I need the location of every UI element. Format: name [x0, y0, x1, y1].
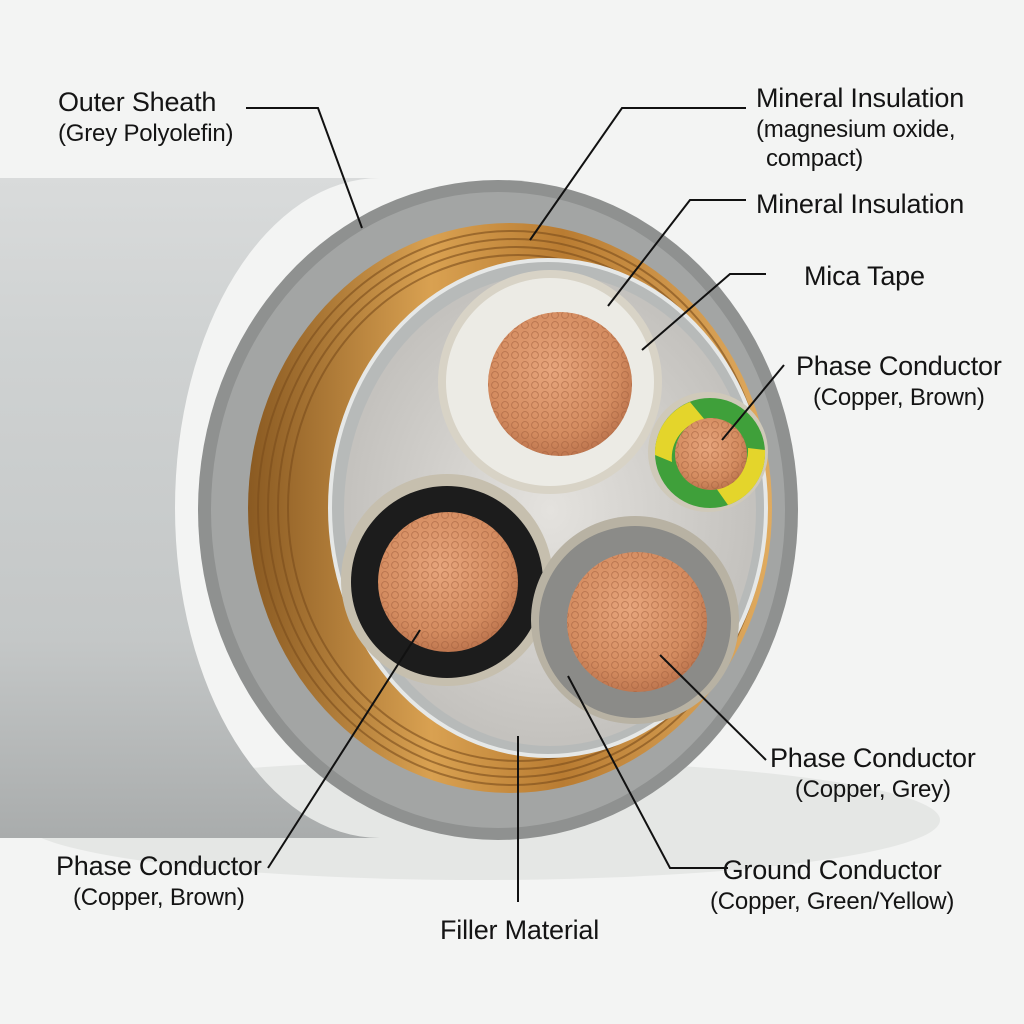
label-ground-conductor-title: Ground Conductor: [722, 855, 942, 885]
label-mineral-insulation: Mineral Insulation: [756, 188, 964, 221]
leader-phase-conductor-brown-right: [721, 364, 785, 441]
leader-mineral-insulation: [607, 199, 746, 307]
leader-mica-tape: [641, 273, 766, 351]
core-grey-insulation: [531, 516, 739, 724]
label-phase-conductor-brown-right-title: Phase Conductor: [796, 351, 1002, 381]
label-mineral-insulation-compact-detail-2: compact): [766, 145, 864, 173]
label-ground-conductor-detail: (Copper, Green/Yellow): [710, 887, 955, 915]
label-mineral-insulation-compact-title: Mineral Insulation: [756, 83, 965, 113]
label-outer-sheath-title: Outer Sheath: [58, 87, 217, 117]
label-mineral-insulation-compact-detail-1: (magnesium oxide,: [756, 115, 956, 143]
label-mineral-insulation-title: Mineral Insulation: [756, 189, 965, 219]
leader-outer-sheath: [246, 107, 363, 229]
leader-phase-conductor-brown-left: [267, 629, 421, 869]
leader-ground-conductor: [567, 675, 728, 869]
label-phase-conductor-brown-left: Phase Conductor (Copper, Brown): [56, 850, 262, 912]
label-filler-material-title: Filler Material: [440, 915, 600, 945]
label-mica-tape: Mica Tape: [804, 260, 925, 293]
label-mica-tape-title: Mica Tape: [804, 261, 925, 291]
leader-mineral-insulation-compact: [529, 107, 746, 241]
label-outer-sheath-detail: (Grey Polyolefin): [58, 119, 234, 147]
label-outer-sheath: Outer Sheath (Grey Polyolefin): [58, 86, 234, 148]
core-white-insulation: [438, 270, 662, 494]
label-phase-conductor-brown-right-detail: (Copper, Brown): [812, 383, 985, 411]
label-phase-conductor-grey-title: Phase Conductor: [770, 743, 976, 773]
label-mineral-insulation-compact: Mineral Insulation (magnesium oxide, com…: [756, 82, 964, 173]
leader-phase-conductor-grey: [659, 654, 767, 761]
label-phase-conductor-brown-left-detail: (Copper, Brown): [72, 883, 245, 911]
label-phase-conductor-brown-left-title: Phase Conductor: [56, 851, 262, 881]
label-ground-conductor: Ground Conductor (Copper, Green/Yellow): [710, 854, 954, 916]
cable-body: [0, 178, 380, 838]
leader-lines: [246, 107, 785, 902]
label-phase-conductor-grey-detail: (Copper, Grey): [794, 775, 951, 803]
label-phase-conductor-brown-right: Phase Conductor (Copper, Brown): [796, 350, 1002, 412]
core-green-yellow-earth: [648, 392, 768, 512]
label-filler-material: Filler Material: [440, 914, 599, 947]
core-black-insulation: [341, 474, 553, 686]
label-phase-conductor-grey: Phase Conductor (Copper, Grey): [770, 742, 976, 804]
